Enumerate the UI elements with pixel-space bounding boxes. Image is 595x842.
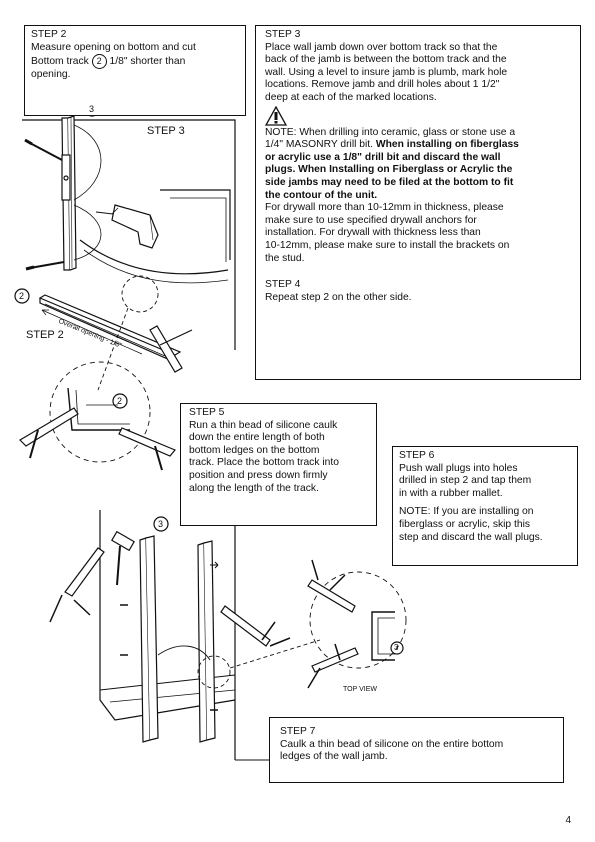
- step6-box: STEP 6 Push wall plugs into holes drille…: [392, 446, 578, 566]
- step2-title: STEP 2: [31, 29, 67, 40]
- page-number: 4: [565, 815, 571, 826]
- step7-line: Caulk a thin bead of silicone on the ent…: [280, 738, 504, 750]
- figure-step2-label: STEP 2: [26, 329, 64, 341]
- figure-step3-label: STEP 3: [147, 125, 185, 137]
- step3-drywall-line: For drywall more than 10-12mm in thickne…: [265, 202, 504, 214]
- step3-para-line: wall. Using a level to insure jamb is pl…: [265, 66, 508, 78]
- step6-line: drilled in step 2 and tap them: [399, 475, 532, 487]
- step2-line1: Measure opening on bottom and cut: [31, 41, 196, 53]
- callout-3-topview: 3: [394, 643, 399, 652]
- step7-title: STEP 7: [280, 726, 316, 737]
- step3-para-line: deep at each of the marked locations.: [265, 91, 437, 103]
- step6-line: Push wall plugs into holes: [399, 462, 518, 474]
- callout-2-mid: 2: [117, 396, 123, 406]
- step3-para-line: Place wall jamb down over bottom track s…: [265, 41, 498, 53]
- step3-note-bold: or acrylic use a 1/8" drill bit and disc…: [265, 151, 501, 163]
- callout-3-top: 3: [89, 104, 95, 114]
- step5-line: bottom ledges on the bottom: [189, 444, 320, 456]
- step3-para-line: locations. Remove jamb and drill holes a…: [265, 79, 500, 91]
- callout-2-left: 2: [19, 291, 25, 301]
- step5-line: position and press down firmly: [189, 469, 328, 481]
- step6-line: in with a rubber mallet.: [399, 487, 503, 499]
- warning-icon: [265, 105, 571, 127]
- step5-title: STEP 5: [189, 407, 225, 418]
- step3-para-line: back of the jamb is between the bottom t…: [265, 54, 507, 66]
- step3-box: STEP 3 Place wall jamb down over bottom …: [255, 25, 581, 380]
- step3-illustration: [22, 115, 236, 391]
- step4-text: Repeat step 2 on the other side.: [265, 291, 412, 303]
- step3-drywall-line: the stud.: [265, 252, 305, 264]
- step5-line: Run a thin bead of silicone caulk: [189, 419, 338, 431]
- step6-note-line: step and discard the wall plugs.: [399, 531, 543, 543]
- step3-note-bold: the contour of the unit.: [265, 189, 378, 201]
- step5-line: track. Place the bottom track into: [189, 457, 339, 469]
- step6-title: STEP 6: [399, 450, 435, 461]
- step7-box: STEP 7 Caulk a thin bead of silicone on …: [269, 717, 564, 783]
- step2-line3: opening.: [31, 69, 71, 81]
- step3-note-line: 1/4" MASONRY drill bit. When installing …: [265, 139, 519, 151]
- callout-3-bottom: 3: [158, 519, 164, 529]
- step3-drywall-line: installation. For drywall with thickness…: [265, 227, 481, 239]
- step5-line: down the entire length of both: [189, 432, 325, 444]
- step6-note-line: NOTE: If you are installing on: [399, 506, 534, 518]
- step3-note-line: NOTE: When drilling into ceramic, glass …: [265, 126, 516, 138]
- step2-box: STEP 2 Measure opening on bottom and cut…: [24, 25, 246, 116]
- step3-drywall-line: make sure to use specified drywall ancho…: [265, 214, 477, 226]
- step5-box: STEP 5 Run a thin bead of silicone caulk…: [180, 403, 377, 526]
- step2-callout: 2: [91, 54, 107, 70]
- step4-title: STEP 4: [265, 279, 301, 291]
- step3-title: STEP 3: [265, 29, 301, 40]
- step2-line2: Bottom track 2 1/8" shorter than: [31, 54, 186, 70]
- step3-note-bold: plugs. When Installing on Fiberglass or …: [265, 164, 513, 176]
- step6-note-line: fiberglass or acrylic, skip this: [399, 518, 531, 530]
- step5-line: along the length of the track.: [189, 482, 319, 494]
- top-view-label: TOP VIEW: [343, 686, 377, 693]
- step3-drywall-line: 10-12mm, please make sure to install the…: [265, 239, 510, 251]
- step5-illustration: [19, 361, 176, 471]
- step3-note-bold: side jambs may need to be filed at the b…: [265, 176, 514, 188]
- step7-line: ledges of the wall jamb.: [280, 751, 388, 763]
- step6-7-illustration: [49, 510, 407, 761]
